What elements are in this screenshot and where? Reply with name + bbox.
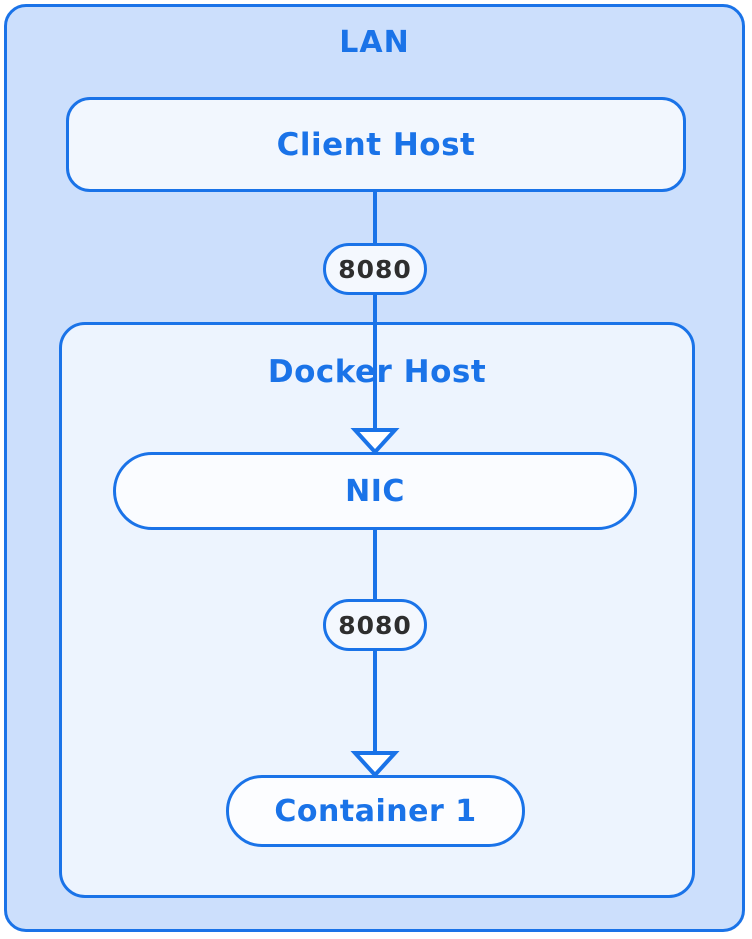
node-client-host-label: Client Host xyxy=(276,126,476,163)
port-badge-nic-to-container[interactable]: 8080 xyxy=(323,599,427,651)
node-container-1[interactable]: Container 1 xyxy=(226,775,525,847)
port-badge-client-to-nic[interactable]: 8080 xyxy=(323,243,427,295)
node-container-1-label: Container 1 xyxy=(274,793,477,829)
port-badge-nic-to-container-label: 8080 xyxy=(338,610,412,640)
node-client-host[interactable]: Client Host xyxy=(66,97,686,192)
lan-title: LAN xyxy=(339,25,410,60)
docker-host-title: Docker Host xyxy=(267,354,487,390)
node-nic-label: NIC xyxy=(345,473,405,509)
node-nic[interactable]: NIC xyxy=(113,452,637,530)
port-badge-client-to-nic-label: 8080 xyxy=(338,254,412,284)
